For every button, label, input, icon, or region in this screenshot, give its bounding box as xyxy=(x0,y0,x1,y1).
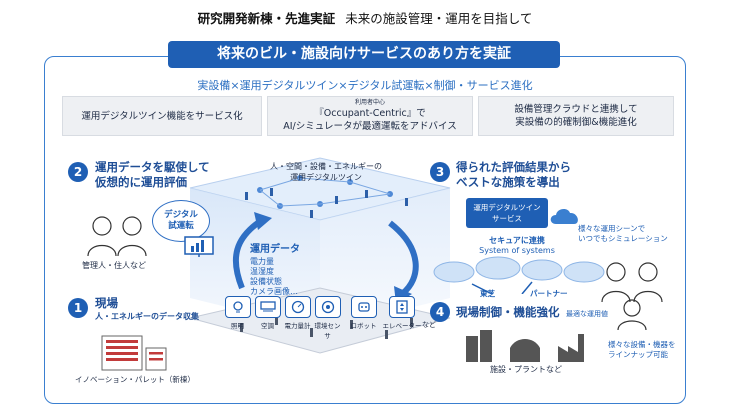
service-box-line1: 運用デジタルツイン xyxy=(473,203,541,212)
cloud-icon xyxy=(550,209,578,224)
feature-box-2: 利用者中心 『Occupant-Centric』で AI/シミュレータが最適運転… xyxy=(267,96,473,136)
sensor-elevator: エレベーター xyxy=(382,296,422,330)
twin-label-line2: 運用デジタルツイン xyxy=(290,173,362,182)
ops-data-title: 運用データ xyxy=(250,244,300,255)
sensors-suffix: など xyxy=(422,321,436,329)
building-caption: 施設・プラントなど xyxy=(490,365,562,374)
service-box: 運用デジタルツイン サービス xyxy=(466,198,548,228)
feature-box-3-line2: 実設備の的確制御&機能進化 xyxy=(515,117,637,128)
elevator-icon xyxy=(389,296,415,318)
building-icon xyxy=(101,335,167,371)
feature-box-2-line1: 『Occupant-Centric』で xyxy=(314,108,426,119)
sensor-aircon: 空調 xyxy=(252,296,283,330)
sensor-label: 環境センサ xyxy=(314,322,341,340)
main-banner: 将来のビル・施設向けサービスのあり方を実証 xyxy=(168,41,560,68)
header-title-bold: 研究開発新棟・先進実証 xyxy=(197,11,336,26)
page-header: 研究開発新棟・先進実証未来の施設管理・運用を目指して xyxy=(0,8,730,27)
step-2-title-line2: 仮想的に運用評価 xyxy=(95,175,187,189)
aircon-icon xyxy=(254,296,281,318)
step-3-title: 得られた評価結果から ベストな施策を導出 xyxy=(456,160,571,190)
ops-data-item-1: 電力量 xyxy=(250,257,274,266)
step-1-title: 現場 xyxy=(95,296,118,310)
ops-data-list: 電力量 温湿度 設備状態 カメラ画像… xyxy=(250,257,300,297)
ops-data-item-3: 設備状態 xyxy=(250,277,282,286)
step-1-number: 1 xyxy=(68,298,88,318)
sensor-label: 空調 xyxy=(261,322,274,330)
step-3-number: 3 xyxy=(430,162,450,182)
step-4-note: 最適な運用値 xyxy=(566,310,608,318)
step-4-number: 4 xyxy=(430,302,450,322)
scenario-line1: 様々な運用シーンで xyxy=(578,224,646,233)
header-title-rest: 未来の施設管理・運用を目指して xyxy=(345,11,533,26)
subtitle: 実設備×運用デジタルツイン×デジタル試運転×制御・サービス進化 xyxy=(197,79,533,92)
partner-toshiba: 東芝 xyxy=(480,289,495,298)
feature-box-1: 運用デジタルツイン機能をサービス化 xyxy=(62,96,262,136)
sensor-lighting: 照明 xyxy=(222,296,253,330)
step-3-title-line1: 得られた評価結果から xyxy=(456,160,571,174)
lighting-icon xyxy=(224,296,251,318)
service-box-line2: サービス xyxy=(492,214,522,223)
digital-trial-line1: デジタル xyxy=(164,210,198,220)
secure-link: セキュアに連携 System of systems xyxy=(462,236,572,256)
scenario-line2: いつでもシミュレーション xyxy=(578,234,668,243)
ops-data-item-2: 温湿度 xyxy=(250,267,274,276)
step-1-sub: 人・エネルギーのデータ収集 xyxy=(95,312,199,321)
ops-data: 運用データ 電力量 温湿度 設備状態 カメラ画像… xyxy=(250,240,300,297)
digital-trial-line2: 試運転 xyxy=(168,221,194,231)
step-3-title-line2: ベストな施策を導出 xyxy=(456,175,560,189)
feature-box-1-text: 運用デジタルツイン機能をサービス化 xyxy=(81,110,243,122)
people-icon xyxy=(87,216,147,257)
innovation-caption: イノベーション・パレット（新棟） xyxy=(75,375,195,384)
secure-line1: セキュアに連携 xyxy=(489,236,545,245)
scenario-text: 様々な運用シーンで いつでもシミュレーション xyxy=(578,224,668,244)
step-2-number: 2 xyxy=(68,162,88,182)
env-sensor-icon xyxy=(314,296,341,318)
digital-twin-cube xyxy=(189,157,451,354)
digital-trial-badge: デジタル 試運転 xyxy=(152,200,210,242)
equipment-line1: 様々な設備・機器を xyxy=(608,340,676,349)
facility-icons xyxy=(466,330,584,362)
sensor-power-meter: 電力量計 xyxy=(282,296,313,330)
sensor-label: 電力量計 xyxy=(284,322,311,330)
partner-other: パートナー xyxy=(530,289,568,298)
sensor-label: 照明 xyxy=(231,322,244,330)
power-meter-icon xyxy=(284,296,311,318)
step-2-title: 運用データを駆使して 仮想的に運用評価 xyxy=(95,160,210,190)
workers-icon xyxy=(601,262,663,330)
twin-label-line1: 人・空間・設備・エネルギーの xyxy=(270,162,382,171)
ops-data-item-4: カメラ画像… xyxy=(250,287,298,296)
feature-box-2-line2: AI/シミュレータが最適運転をアドバイス xyxy=(283,121,457,132)
robot-icon xyxy=(350,296,377,318)
people-label: 管理人・住人など xyxy=(82,261,146,270)
equipment-text: 様々な設備・機器を ラインナップ可能 xyxy=(608,340,676,360)
secure-line2: System of systems xyxy=(479,246,555,255)
sensor-label: ロボット xyxy=(350,322,377,330)
sensor-label: エレベーター xyxy=(382,322,422,330)
equipment-line2: ラインナップ可能 xyxy=(608,350,668,359)
twin-label: 人・空間・設備・エネルギーの 運用デジタルツイン xyxy=(256,161,396,183)
sensor-robot: ロボット xyxy=(348,296,379,330)
feature-box-3-line1: 設備管理クラウドと連携して xyxy=(514,104,638,115)
step-1-text: 現場 人・エネルギーのデータ収集 xyxy=(95,296,199,322)
feature-box-2-tag: 利用者中心 xyxy=(354,99,385,106)
step-4-title: 現場制御・機能強化 xyxy=(456,305,560,319)
step-2-title-line1: 運用データを駆使して xyxy=(95,160,210,174)
cloud-network-icon xyxy=(433,256,605,294)
sensor-env: 環境センサ xyxy=(312,296,343,340)
monitor-chart-icon xyxy=(184,236,214,257)
feature-box-3: 設備管理クラウドと連携して 実設備の的確制御&機能進化 xyxy=(478,96,674,136)
